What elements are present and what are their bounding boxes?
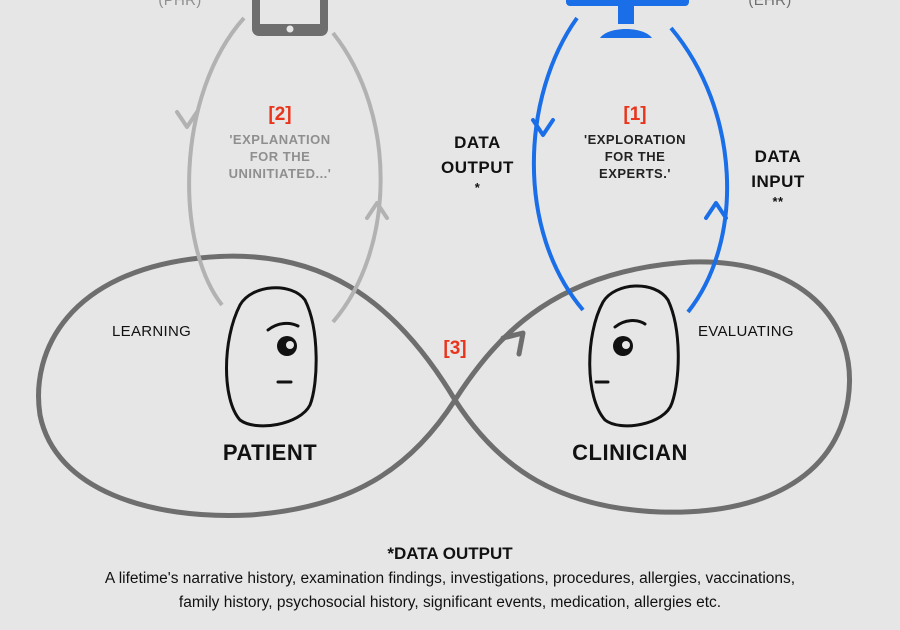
ehr-loop-right [669,26,730,314]
ehr-arrow-down [531,118,555,137]
smartphone-icon [252,0,328,36]
patient-loop-caption: 'EXPLANATION FOR THE UNINITIATED...' [210,131,350,182]
loop-number-3: [3] [443,338,467,359]
phr-label: (PHR) [158,0,202,9]
ehr-loop-left [531,16,585,312]
clinician-loop-line: EXPERTS.' [599,166,671,181]
phr-loop-right [331,31,383,324]
loop-number-1: [1] [623,104,647,125]
evaluating-label: EVALUATING [698,323,794,340]
loop-number-2: [2] [268,104,292,125]
patient-loop-line: 'EXPLANATION [229,132,331,147]
phr-arrow-down [175,110,199,129]
phr-arrow-up [365,201,389,220]
footnote-line-2: family history, psychosocial history, si… [178,594,722,611]
patient-loop-line: FOR THE [249,149,311,164]
data-output-line: DATA [454,133,501,152]
data-input-line: INPUT [751,172,805,191]
clinician-loop-line: FOR THE [604,149,666,164]
footnote-title: *DATA OUTPUT [387,544,513,563]
clinician-loop-line: 'EXPLORATION [583,132,687,147]
ehr-arrow-up [704,201,728,220]
data-output-line: OUTPUT [441,158,514,177]
data-output-marker: * [474,180,481,195]
clinician-label: CLINICIAN [572,440,688,465]
infinity-loop [36,253,852,519]
data-output-label: DATA OUTPUT * [420,130,535,196]
patient-loop-line: UNINITIATED...' [228,166,332,181]
infinity-arrowhead [500,330,526,357]
monitor-icon [566,0,689,38]
ehr-label: (EHR) [748,0,792,9]
patient-face [225,286,318,428]
clinician-loop-caption: 'EXPLORATION FOR THE EXPERTS.' [565,131,705,182]
clinician-face [588,284,680,428]
footnote-line-1: A lifetime's narrative history, examinat… [104,570,796,587]
data-input-label: DATA INPUT ** [722,144,834,210]
phr-loop-left [187,16,246,307]
data-input-marker: ** [772,194,784,209]
data-input-line: DATA [754,147,802,166]
patient-label: PATIENT [222,440,318,465]
learning-label: LEARNING [112,323,192,340]
